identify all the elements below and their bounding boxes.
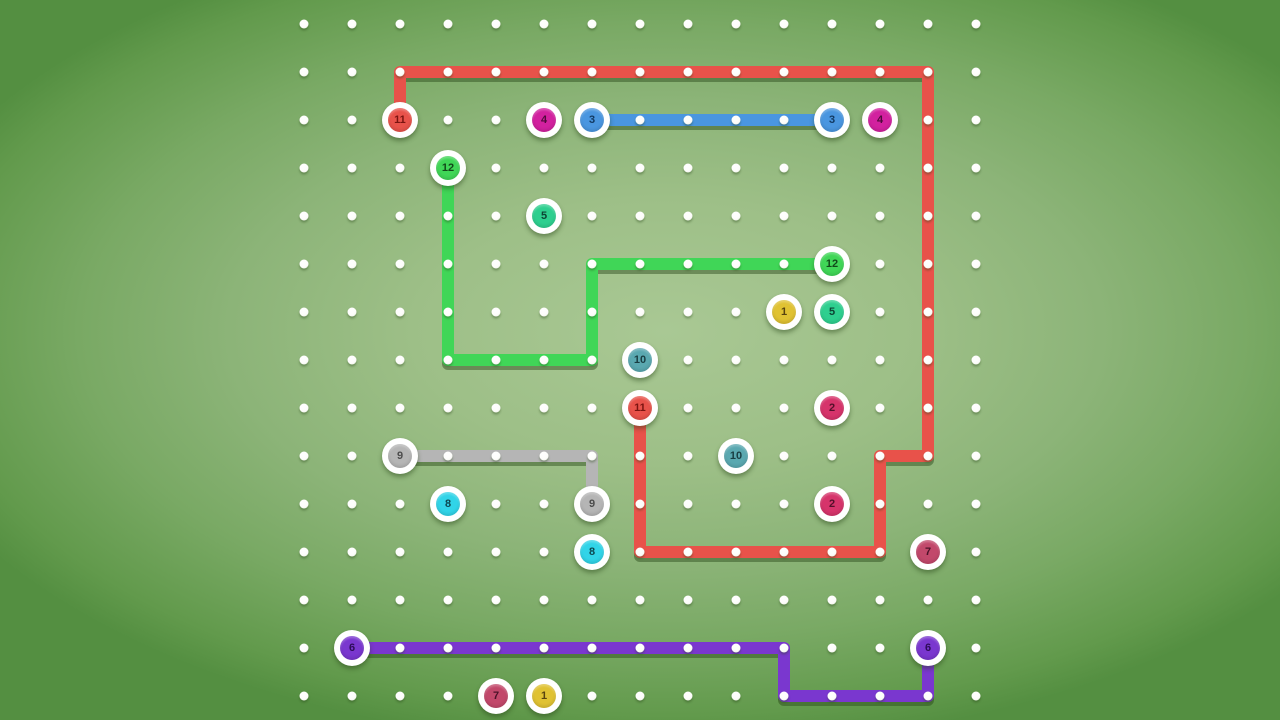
node-9[interactable]: 9 xyxy=(382,438,418,474)
node-label: 3 xyxy=(828,113,836,126)
node-6[interactable]: 6 xyxy=(910,630,946,666)
node-12[interactable]: 12 xyxy=(430,150,466,186)
node-label: 12 xyxy=(441,161,455,174)
node-2[interactable]: 2 xyxy=(814,486,850,522)
node-11[interactable]: 11 xyxy=(382,102,418,138)
node-core: 7 xyxy=(916,540,940,564)
node-label: 9 xyxy=(588,497,596,510)
node-core: 6 xyxy=(340,636,364,660)
node-core: 7 xyxy=(484,684,508,708)
node-core: 3 xyxy=(580,108,604,132)
node-core: 8 xyxy=(580,540,604,564)
node-5[interactable]: 5 xyxy=(526,198,562,234)
node-4[interactable]: 4 xyxy=(526,102,562,138)
node-label: 6 xyxy=(924,641,932,654)
node-core: 11 xyxy=(388,108,412,132)
node-5[interactable]: 5 xyxy=(814,294,850,330)
node-label: 11 xyxy=(394,113,406,126)
red-path-11[interactable] xyxy=(394,66,934,558)
node-core: 10 xyxy=(628,348,652,372)
node-core: 12 xyxy=(820,252,844,276)
node-label: 4 xyxy=(876,113,884,126)
node-core: 2 xyxy=(820,492,844,516)
node-label: 5 xyxy=(828,305,836,318)
node-core: 9 xyxy=(580,492,604,516)
node-label: 8 xyxy=(588,545,596,558)
node-9[interactable]: 9 xyxy=(574,486,610,522)
node-core: 3 xyxy=(820,108,844,132)
node-label: 8 xyxy=(444,497,452,510)
node-core: 5 xyxy=(532,204,556,228)
node-core: 8 xyxy=(436,492,460,516)
node-label: 5 xyxy=(540,209,548,222)
node-core: 1 xyxy=(532,684,556,708)
node-label: 7 xyxy=(492,689,500,702)
node-7[interactable]: 7 xyxy=(910,534,946,570)
node-label: 12 xyxy=(825,257,839,270)
node-1[interactable]: 1 xyxy=(526,678,562,714)
node-label: 10 xyxy=(633,353,647,366)
node-1[interactable]: 1 xyxy=(766,294,802,330)
node-label: 1 xyxy=(780,305,788,318)
node-core: 1 xyxy=(772,300,796,324)
node-label: 11 xyxy=(634,401,646,414)
node-11[interactable]: 11 xyxy=(622,390,658,426)
node-label: 7 xyxy=(924,545,932,558)
node-core: 4 xyxy=(532,108,556,132)
node-6[interactable]: 6 xyxy=(334,630,370,666)
node-3[interactable]: 3 xyxy=(574,102,610,138)
node-7[interactable]: 7 xyxy=(478,678,514,714)
node-3[interactable]: 3 xyxy=(814,102,850,138)
node-core: 4 xyxy=(868,108,892,132)
node-label: 1 xyxy=(540,689,548,702)
node-10[interactable]: 10 xyxy=(622,342,658,378)
node-label: 4 xyxy=(540,113,548,126)
node-8[interactable]: 8 xyxy=(574,534,610,570)
node-label: 3 xyxy=(588,113,596,126)
node-core: 5 xyxy=(820,300,844,324)
node-label: 6 xyxy=(348,641,356,654)
gray-path-9-shadow xyxy=(394,454,598,514)
node-core: 2 xyxy=(820,396,844,420)
node-core: 10 xyxy=(724,444,748,468)
node-8[interactable]: 8 xyxy=(430,486,466,522)
node-core: 11 xyxy=(628,396,652,420)
node-core: 6 xyxy=(916,636,940,660)
node-4[interactable]: 4 xyxy=(862,102,898,138)
node-label: 2 xyxy=(828,401,836,414)
node-label: 9 xyxy=(396,449,404,462)
node-core: 9 xyxy=(388,444,412,468)
node-10[interactable]: 10 xyxy=(718,438,754,474)
node-12[interactable]: 12 xyxy=(814,246,850,282)
node-core: 12 xyxy=(436,156,460,180)
node-2[interactable]: 2 xyxy=(814,390,850,426)
node-label: 10 xyxy=(729,449,743,462)
node-label: 2 xyxy=(828,497,836,510)
green-path-12[interactable] xyxy=(442,162,838,366)
